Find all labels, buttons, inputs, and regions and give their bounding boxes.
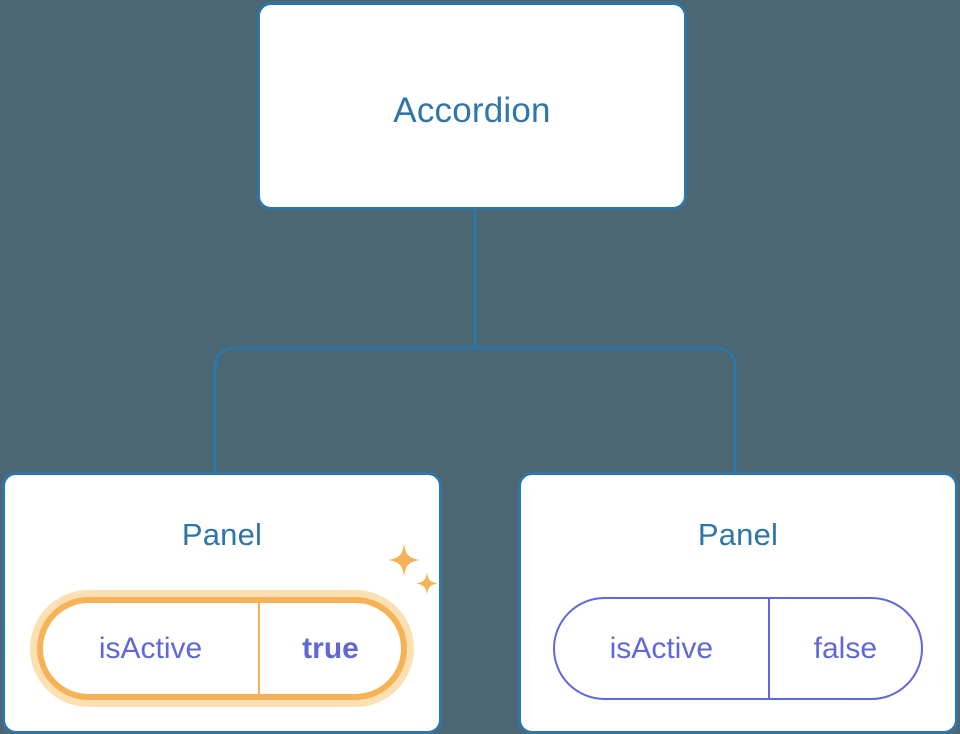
prop-pill-wrap-right: isActive false [521, 597, 955, 700]
prop-pill-wrap-left: isActive true [5, 597, 439, 700]
node-accordion-label: Accordion [393, 91, 551, 130]
prop-name-left: isActive [98, 631, 203, 665]
node-panel-left[interactable]: Panel isActive true [2, 472, 442, 734]
node-panel-left-label: Panel [181, 517, 263, 552]
prop-value-right: false [767, 599, 921, 698]
prop-pill-isactive-false[interactable]: isActive false [553, 597, 923, 700]
prop-name-right: isActive [609, 631, 713, 665]
node-accordion[interactable]: Accordion [257, 2, 687, 210]
prop-value-left: true [258, 603, 401, 694]
prop-pill-isactive-true[interactable]: isActive true [37, 597, 407, 700]
connector-branch-bus [213, 346, 737, 472]
node-panel-right-label: Panel [697, 517, 779, 552]
node-panel-right[interactable]: Panel isActive false [518, 472, 958, 734]
